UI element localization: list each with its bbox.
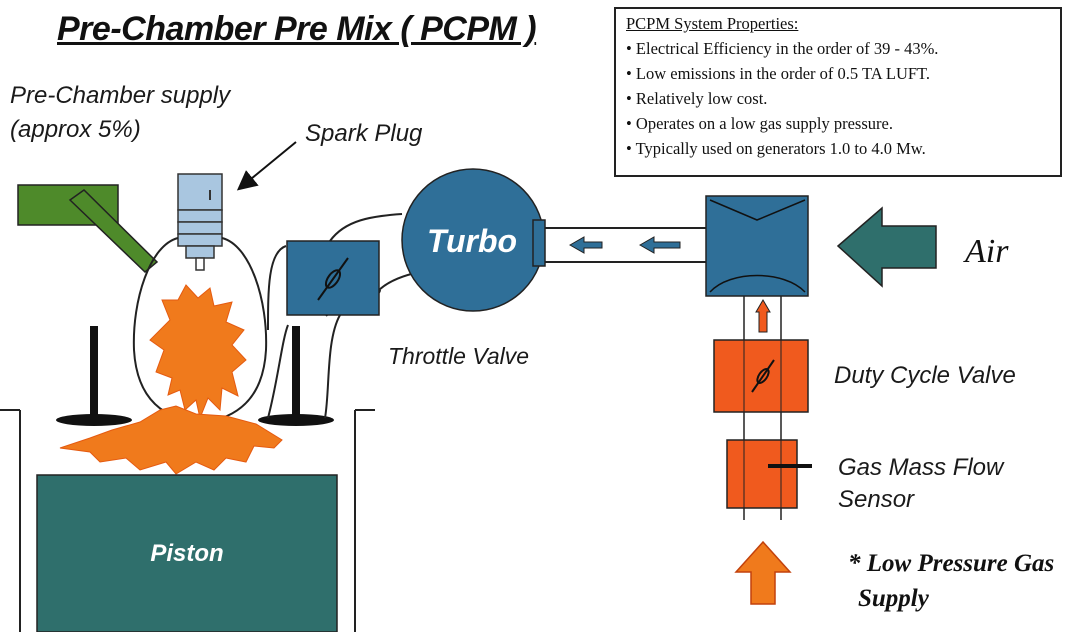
property-item: Low emissions in the order of 0.5 TA LUF…: [626, 64, 1060, 84]
intake-runner: [267, 314, 341, 419]
air-duct: [545, 227, 706, 263]
properties-heading: PCPM System Properties:: [626, 14, 799, 33]
spark-plug-label: Spark Plug: [305, 120, 423, 147]
property-item: Operates on a low gas supply pressure.: [626, 114, 1060, 134]
property-item: Electrical Efficiency in the order of 39…: [626, 39, 1060, 59]
page-title: Pre-Chamber Pre Mix ( PCPM ): [57, 10, 537, 48]
turbo-label: Turbo: [427, 223, 517, 259]
gas-air-mixer: [705, 195, 809, 297]
turbo-inlet: [532, 219, 546, 267]
air-label: Air: [965, 233, 1009, 270]
duty-cycle-valve: [713, 339, 809, 413]
gas-mass-flow-sensor-label-line2: Sensor: [838, 486, 915, 513]
gas-inlet-arrow: [734, 540, 792, 605]
property-item: Relatively low cost.: [626, 89, 1060, 109]
prechamber-injector: [17, 184, 159, 274]
intake-valve-right: [258, 326, 334, 426]
throttle-valve: [286, 240, 380, 316]
prechamber-outline: [132, 237, 268, 419]
prechamber-supply-percent-label: (approx 5%): [10, 116, 141, 143]
piston: [36, 474, 338, 632]
low-pressure-gas-label: * Low Pressure Gas: [848, 550, 1055, 577]
duty-cycle-valve-label: Duty Cycle Valve: [834, 362, 1016, 389]
intake-valve-left: [56, 326, 132, 426]
gas-mass-flow-sensor: [726, 439, 812, 509]
gas-mass-flow-sensor-label: Gas Mass Flow: [838, 454, 1004, 481]
air-inlet-arrow: [836, 206, 937, 288]
properties-box: PCPM System Properties: Electrical Effic…: [614, 7, 1062, 177]
main-chamber-flame: [59, 405, 283, 475]
spark-plug-pointer: [236, 141, 297, 191]
property-item: Typically used on generators 1.0 to 4.0 …: [626, 139, 1060, 159]
piston-label: Piston: [150, 540, 223, 567]
low-pressure-gas-supply-label: Supply: [858, 585, 929, 612]
throttle-valve-label: Throttle Valve: [388, 343, 530, 369]
prechamber-supply-label: Pre-Chamber supply: [10, 82, 231, 109]
spark-plug: [177, 173, 223, 271]
prechamber-flame: [149, 284, 247, 420]
